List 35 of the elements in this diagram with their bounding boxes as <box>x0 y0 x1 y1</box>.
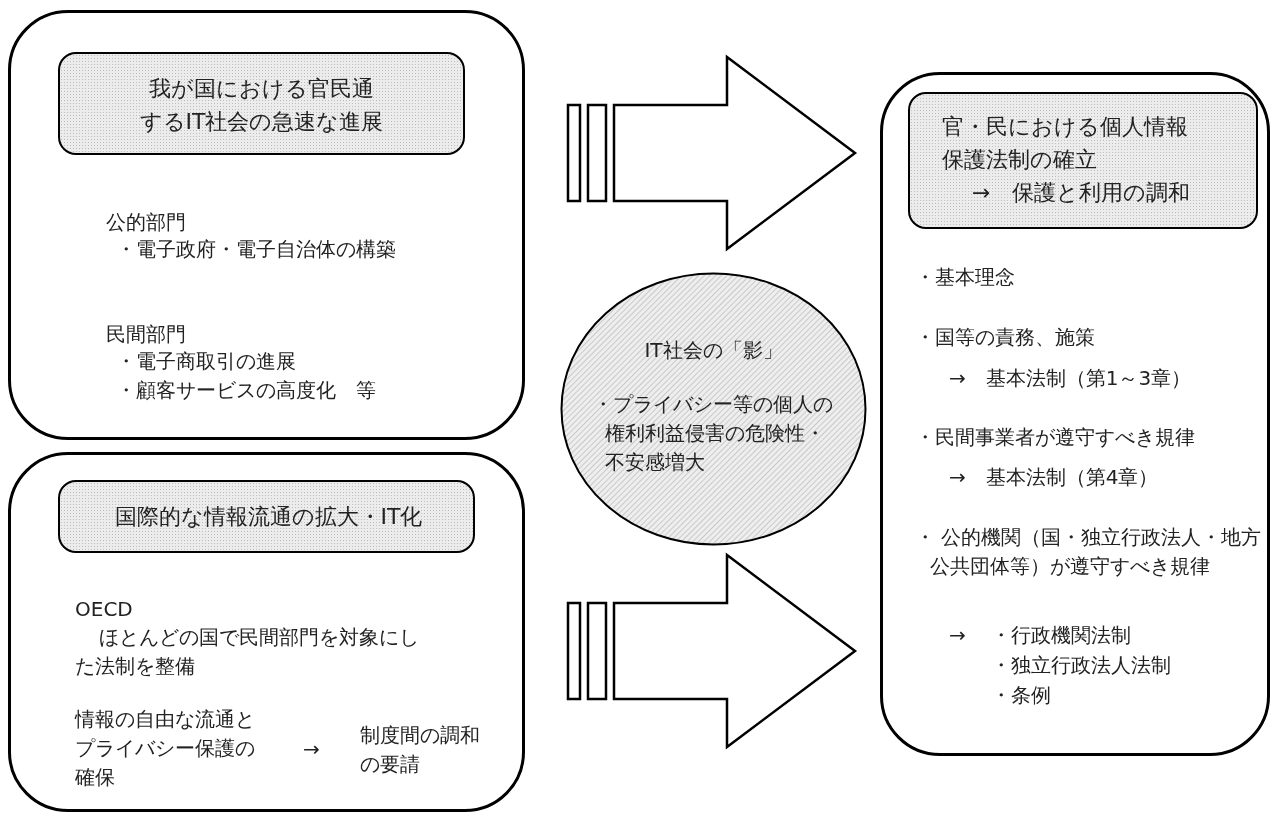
bullet-item: ・行政機関法制 <box>991 622 1131 649</box>
bullet-item: ・電子政府・電子自治体の構築 <box>116 236 396 263</box>
heading-text: 我が国における官民通するIT社会の急速な進展 <box>138 75 385 136</box>
section-heading: 公的部門 <box>106 209 186 236</box>
arrow-text: → 基本法制（第1～3章） <box>949 365 1192 392</box>
bullet-item: ・顧客サービスの高度化 等 <box>116 377 376 404</box>
rounded-panel <box>8 452 525 812</box>
heading-box <box>58 52 465 155</box>
arrow-text: → 保護と利用の調和 <box>972 179 1191 207</box>
bullet-item: ・国等の責務、施策 <box>915 324 1095 351</box>
arrow-glyph: → <box>949 622 966 649</box>
bullet-item: ・電子商取引の進展 <box>116 348 296 375</box>
section-heading: OECD <box>75 596 133 623</box>
body-text: 情報の自由な流通とプライバシー保護の確保 <box>75 706 256 791</box>
body-text: 制度間の調和の要請 <box>360 722 481 778</box>
block-arrow <box>566 54 858 252</box>
heading-box <box>908 92 1258 229</box>
rounded-panel <box>880 72 1270 756</box>
arrow-glyph: → <box>303 736 320 763</box>
body-text: ほとんどの国で民間部門を対象にした法制を整備 <box>75 624 420 680</box>
heading-text: 国際的な情報流通の拡大・IT化 <box>113 503 424 531</box>
circle-text: ・プライバシー等の個人の権利利益侵害の危険性・不安感増大 <box>593 391 834 476</box>
block-arrow <box>566 552 858 750</box>
heading-text: 官・民における個人情報保護法制の確立 <box>942 113 1189 174</box>
circle-title: IT社会の「影」 <box>643 337 784 364</box>
bullet-item: ・民間事業者が遵守すべき規律 <box>915 424 1195 451</box>
heading-box <box>58 480 475 553</box>
bullet-item: ・ 公的機関（国・独立行政法人・地方公共団体等）が遵守すべき規律 <box>915 524 1263 580</box>
rounded-panel <box>8 10 525 440</box>
section-heading: 民間部門 <box>106 321 186 348</box>
bullet-item: ・条例 <box>991 682 1051 709</box>
arrow-text: → 基本法制（第4章） <box>949 464 1159 491</box>
ellipse-node <box>560 272 867 546</box>
bullet-item: ・独立行政法人法制 <box>991 652 1171 679</box>
bullet-item: ・基本理念 <box>915 264 1015 291</box>
